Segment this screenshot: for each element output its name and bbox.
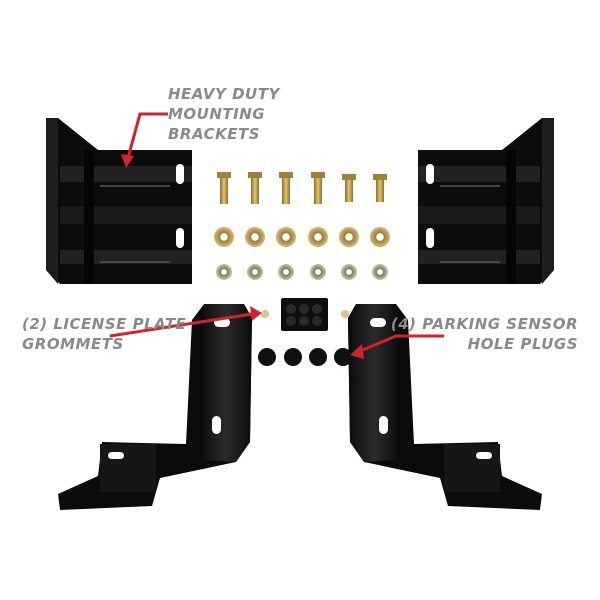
hole-plug: [309, 348, 327, 366]
bolts-row: [217, 172, 387, 204]
arrowhead-brackets: [121, 154, 134, 168]
plug-sheet: [281, 298, 328, 331]
arrowhead-grommets: [250, 306, 262, 321]
callout-line: MOUNTING: [168, 105, 266, 123]
callout-parking-sensor-plugs: (4) PARKING SENSOR HOLE PLUGS: [391, 314, 578, 354]
grommet: [341, 310, 349, 318]
callout-arrows: [109, 112, 444, 359]
callout-line: (2) LICENSE PLATE: [22, 315, 187, 333]
callout-line: HEAVY DUTY: [168, 85, 280, 103]
callout-line: GROMMETS: [22, 335, 124, 353]
nut: [372, 264, 388, 280]
washer: [214, 227, 234, 247]
hole-plug: [258, 348, 276, 366]
callout-line: BRACKETS: [168, 125, 261, 143]
nut: [278, 264, 294, 280]
right-upper-bracket: [418, 118, 554, 284]
right-lower-bracket: [348, 304, 542, 510]
callout-line: (4) PARKING SENSOR: [390, 315, 578, 333]
bolt: [311, 172, 325, 204]
left-lower-bracket: [58, 304, 252, 510]
grommet: [261, 310, 269, 318]
arrow-brackets: [126, 112, 168, 159]
callout-heavy-duty-brackets: HEAVY DUTY MOUNTING BRACKETS: [168, 84, 280, 144]
hole-plug: [334, 348, 352, 366]
bolt: [279, 172, 293, 204]
nut: [310, 264, 326, 280]
callout-line: HOLE PLUGS: [467, 335, 578, 353]
parking-sensor-plugs: [258, 348, 352, 366]
bolt: [373, 174, 387, 202]
washer: [370, 227, 390, 247]
arrowhead-plugs: [350, 344, 364, 359]
nuts-row: [216, 264, 388, 280]
nut: [216, 264, 232, 280]
washer: [245, 227, 265, 247]
bolt: [342, 174, 356, 202]
left-upper-bracket: [46, 118, 192, 284]
nut: [247, 264, 263, 280]
washer: [339, 227, 359, 247]
washer: [276, 227, 296, 247]
bolt: [248, 172, 262, 204]
grommets: [261, 310, 349, 318]
washer: [308, 227, 328, 247]
arrow-grommets: [109, 312, 253, 338]
bolt: [217, 172, 231, 204]
nut: [341, 264, 357, 280]
arrow-plugs: [357, 334, 444, 354]
callout-license-plate-grommets: (2) LICENSE PLATE GROMMETS: [22, 314, 186, 354]
hole-plug: [284, 348, 302, 366]
washers-row: [214, 227, 390, 247]
